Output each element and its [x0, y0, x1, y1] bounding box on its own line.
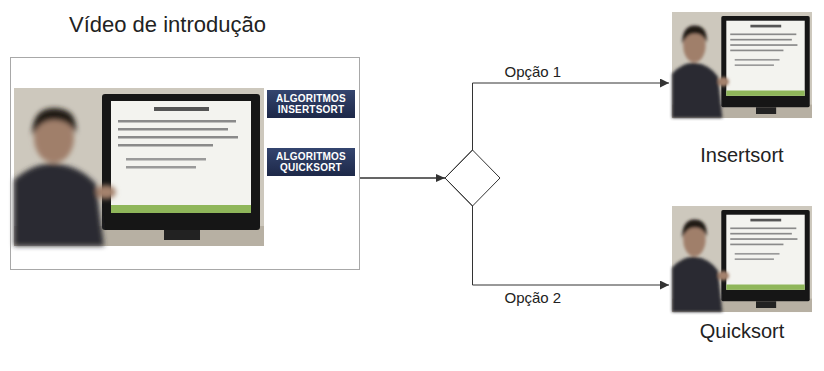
option-badge: ALGORITMOS INSERTSORT: [267, 90, 355, 118]
video-thumbnail: Quicksort: [670, 206, 814, 312]
caption-text: Insertsort: [670, 144, 814, 167]
heading-text: Vídeo de introdução: [69, 12, 417, 38]
insertsort-video-still: [672, 12, 812, 118]
decision-diamond: [445, 150, 500, 206]
quicksort-video-still: [672, 206, 812, 312]
flow-connector: [360, 83, 669, 178]
option-badge: ALGORITMOS QUICKSORT: [267, 148, 355, 176]
intro-video-still: [14, 88, 264, 246]
video-thumbnail: Insertsort: [670, 12, 814, 118]
badge-text: ALGORITMOS QUICKSORT: [267, 151, 355, 173]
option-label: Opção 1: [503, 63, 564, 80]
badge-text: ALGORITMOS INSERTSORT: [267, 93, 355, 115]
intro-video-frame: Vídeo de introduçãoALGORITMOS INSERTSORT…: [10, 57, 360, 270]
flow-connector: [360, 178, 669, 285]
caption-text: Quicksort: [670, 320, 814, 343]
option-label: Opção 2: [503, 289, 564, 306]
